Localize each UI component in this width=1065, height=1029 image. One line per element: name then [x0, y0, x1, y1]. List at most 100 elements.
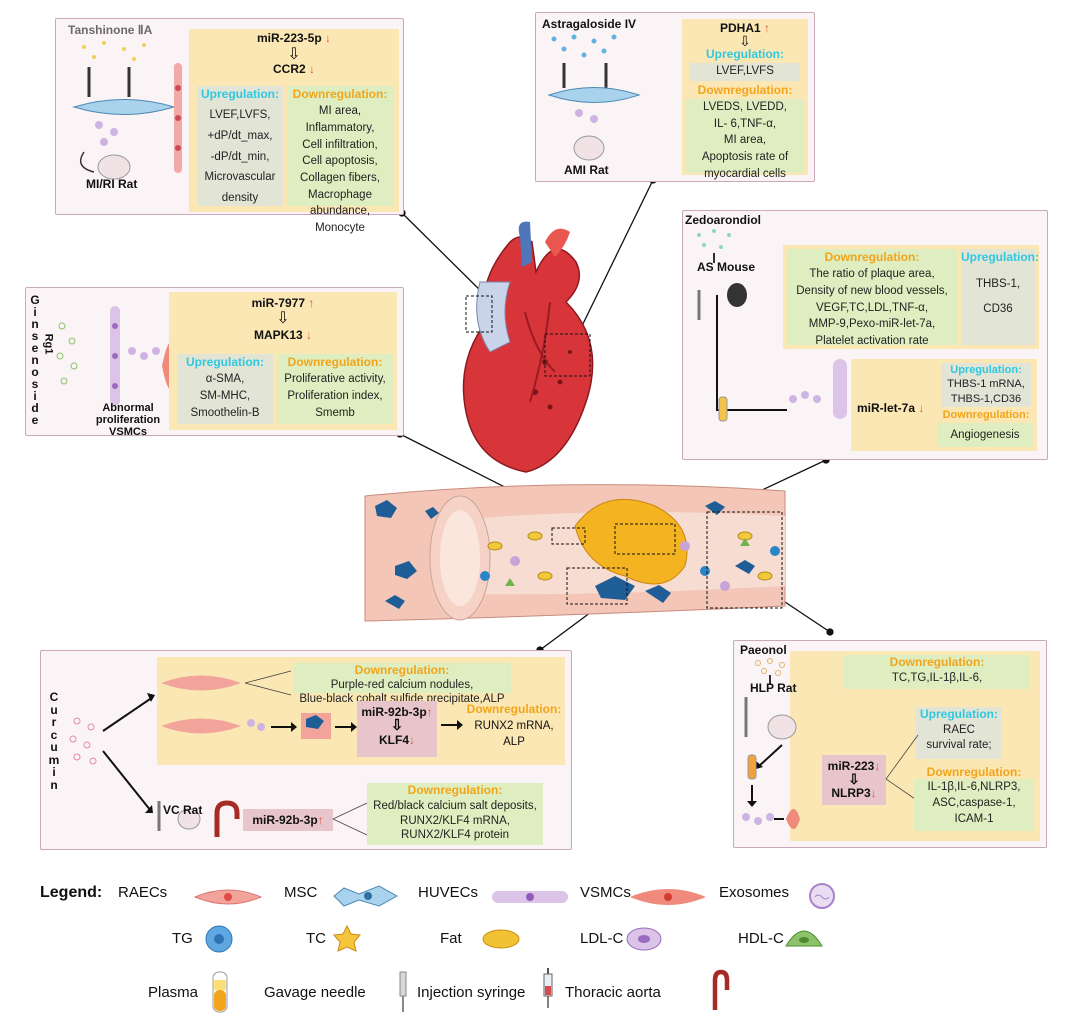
raec-cell-icon — [161, 670, 357, 739]
pae-down2-box: IL-1β,IL-6,NLRP3, ASC,caspase-1, ICAM-1 — [914, 779, 1034, 831]
zed-up2-box: Upregulation: THBS-1 mRNA, THBS-1,CD36 — [941, 363, 1031, 407]
pae-down1-box: Downregulation: TC,TG,IL-1β,IL-6, — [844, 655, 1030, 689]
target-label: NLRP3 — [831, 786, 871, 800]
pae-mirna-box: miR-223↓ ⇩ NLRP3↓ — [822, 755, 886, 805]
down-item: Monocyte — [315, 222, 365, 235]
up-item: survival rate; — [926, 738, 992, 751]
up-item: CD36 — [983, 303, 1013, 316]
target-label: CCR2 — [272, 62, 306, 76]
blood-vessel-illustration — [364, 484, 786, 622]
thoracic-aorta-legend-icon — [712, 969, 730, 1010]
legend-plasma: Plasma — [148, 984, 199, 1001]
mirna-label: miR-7977 — [251, 296, 306, 310]
target-label: MAPK13 — [253, 328, 303, 342]
raecs-icon — [193, 889, 263, 905]
up-item: α-SMA, — [205, 373, 245, 386]
connector-lines — [885, 734, 919, 802]
down-title: Downregulation: — [354, 663, 450, 677]
paeonol-flow-icon — [742, 658, 800, 829]
cur-mirna2-box: miR-92b-3p↑ — [243, 809, 333, 831]
legend-exosomes: Exosomes — [719, 884, 790, 901]
model-label: HLP Rat — [750, 681, 797, 695]
tg-icon — [205, 925, 233, 953]
down-arrow-icon: ↓ — [309, 62, 315, 76]
up-arrow-icon: ↑ — [308, 296, 315, 310]
down-item: RUNX2 mRNA, — [474, 719, 554, 732]
down-title: Downregulation: — [889, 655, 985, 669]
down-title: Downregulation: — [824, 250, 920, 264]
zed-cells-icon — [697, 229, 787, 422]
panel-zedoarondiol: Zedoarondiol AS Mouse Downregulation: Th… — [682, 210, 1048, 460]
target-label: KLF4 — [379, 733, 409, 747]
up-title: Upregulation: — [186, 355, 264, 369]
ast-up-box: LVEF,LVFS — [690, 63, 800, 81]
hdlc-icon — [785, 930, 823, 947]
up-title: Upregulation: — [920, 707, 998, 721]
up-arrow-icon: ↑ — [426, 705, 433, 719]
down-item: Proliferative activity, — [284, 373, 386, 386]
down-item: Macrophage — [308, 188, 372, 201]
legend-injection-syringe: Injection syringe — [417, 984, 526, 1001]
model-label: AS Mouse — [697, 260, 756, 274]
panel-paeonol: Paeonol HLP Rat Downregulation: TC,TG,IL… — [733, 640, 1047, 848]
up-title: Upregulation: — [201, 87, 279, 101]
down-item: Proliferation index, — [287, 390, 383, 403]
mirna-label: miR-92b-3p — [361, 705, 427, 719]
down-arrow-icon: ↓ — [918, 401, 925, 415]
vsmc-cell-icon — [56, 306, 182, 406]
up-item: +dP/dt_max, — [207, 130, 273, 143]
down-item: The ratio of plaque area, — [809, 268, 935, 281]
gin-mechanism-box: miR-7977 ↑ ⇩ MAPK13 ↓ Upregulation: α-SM… — [169, 292, 397, 430]
compound-label: Astragaloside IV — [542, 17, 637, 31]
pae-up-box: Upregulation: RAEC survival rate; — [916, 707, 1002, 759]
down-item: ASC,caspase-1, — [932, 797, 1016, 810]
legend-gavage-needle: Gavage needle — [264, 984, 366, 1001]
down-item: VEGF,TC,LDL,TNF-α, — [815, 301, 929, 314]
compound-label: Paeonol — [740, 643, 787, 657]
msc-icon — [333, 885, 399, 907]
zed-down2-box: Angiogenesis — [937, 423, 1033, 447]
legend-tg: TG — [172, 930, 193, 947]
legend-raecs: RAECs — [118, 884, 168, 901]
target-label: PDHA1 — [719, 21, 761, 35]
cur-mirna-box: miR-92b-3p↑ ⇩ KLF4↓ — [357, 701, 437, 757]
up-item: Microvascular — [204, 171, 276, 184]
down-item: Apoptosis rate of — [701, 151, 789, 164]
thoracic-aorta-icon — [214, 800, 240, 837]
hollow-arrow-icon: ⇩ — [848, 771, 860, 787]
heart-illustration — [462, 221, 594, 473]
zed-exo-box: miR-let-7a ↓ Upregulation: THBS-1 mRNA, … — [851, 359, 1037, 451]
tan-down-box: Downregulation: MI area, Inflammatory, C… — [287, 86, 393, 234]
down-title: Downregulation: — [292, 87, 388, 101]
down-arrow-icon: ↓ — [874, 759, 881, 773]
up-item: SM-MHC, — [199, 390, 251, 403]
down-title: Downregulation: — [697, 83, 793, 97]
legend-msc: MSC — [284, 884, 318, 901]
down-item: Platelet activation rate — [815, 335, 929, 348]
tan-mechanism-box: miR-223-5p ↓ ⇩ CCR2 ↓ Upregulation: LVEF… — [189, 29, 399, 234]
hollow-arrow-icon: ⇩ — [276, 310, 290, 327]
up-item: RAEC — [943, 723, 975, 736]
zed-up-box: Upregulation: THBS-1, CD36 — [961, 249, 1039, 345]
down-arrow-icon: ↓ — [870, 786, 877, 800]
panel-astragaloside: Astragaloside IV AMI Rat PDHA1 ↑ ⇩ Upreg… — [535, 12, 815, 182]
exosome-flow-icon — [789, 359, 847, 419]
compound-label: Tanshinone ⅡA — [68, 23, 153, 37]
down-item: ICAM-1 — [954, 813, 994, 826]
huvecs-icon — [492, 891, 568, 903]
down-item: MI area, — [723, 134, 767, 147]
down-item: IL- 6,TNF-α, — [713, 117, 777, 130]
up-item: LVEF,LVFS, — [209, 109, 271, 122]
down-item: myocardial cells — [704, 167, 786, 180]
exosomes-icon — [809, 883, 835, 909]
down-title: Downregulation: — [407, 783, 503, 797]
msc-cell-icon — [72, 41, 176, 180]
up-item: THBS-1, — [975, 278, 1021, 291]
gin-up-box: Upregulation: α-SMA, SM-MHC, Smoothelin-… — [177, 354, 273, 424]
mirna-label: miR-92b-3p — [252, 813, 318, 827]
down-item: ALP — [503, 735, 525, 748]
up-item: THBS-1,CD36 — [950, 392, 1022, 405]
